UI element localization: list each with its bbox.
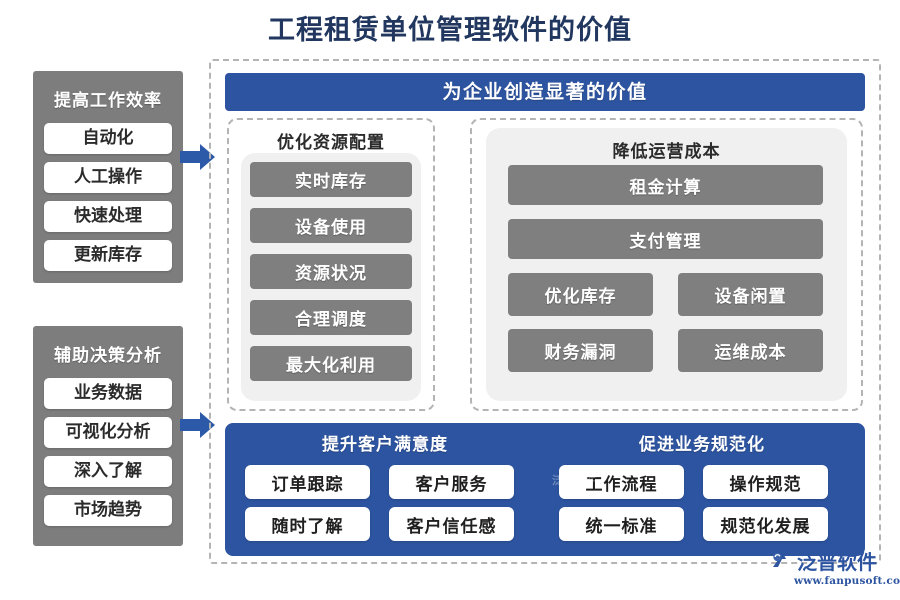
page-title: 工程租赁单位管理软件的价值 (268, 15, 632, 46)
box-equipment-usage[interactable]: 设备使用 (250, 208, 412, 243)
sidebar-chip-automation[interactable]: 自动化 (44, 123, 172, 154)
brand-name: 泛普软件 (797, 550, 877, 574)
sidebar-chip-deep-understanding[interactable]: 深入了解 (44, 456, 172, 487)
box-customer-service[interactable]: 客户服务 (389, 465, 514, 499)
section-title: 降低运营成本 (612, 142, 721, 162)
box-unified-standard[interactable]: 统一标准 (559, 507, 684, 541)
bottom-blue-panel: 提升客户满意度 促进业务规范化 订单跟踪 客户服务 随时了解 客户信任感 工作流… (225, 423, 865, 556)
sidebar-group-header: 辅助决策分析 (54, 346, 162, 366)
box-rent-calculation[interactable]: 租金计算 (508, 165, 823, 205)
sidebar-group-efficiency: 提高工作效率 自动化 人工操作 快速处理 更新库存 (33, 71, 183, 283)
sidebar-group-decision-analysis: 辅助决策分析 业务数据 可视化分析 深入了解 市场趋势 (33, 326, 183, 546)
sidebar-chip-visual-analysis[interactable]: 可视化分析 (44, 417, 172, 448)
brand-url: www.fanpusoft.com (794, 575, 900, 587)
box-financial-loophole[interactable]: 财务漏洞 (508, 329, 653, 372)
cost-reduction-section: 降低运营成本 租金计算 支付管理 优化库存 设备闲置 财务漏洞 运维成本 (470, 118, 863, 411)
brand-mark-icon (772, 549, 794, 575)
right-arrow-icon (180, 410, 216, 440)
box-operation-maintenance-cost[interactable]: 运维成本 (678, 329, 823, 372)
right-arrow-icon (180, 142, 216, 172)
sidebar-chip-fast-processing[interactable]: 快速处理 (44, 201, 172, 232)
box-order-tracking[interactable]: 订单跟踪 (245, 465, 370, 499)
section-title-customer-satisfaction: 提升客户满意度 (322, 435, 448, 455)
sidebar-chip-manual-operation[interactable]: 人工操作 (44, 162, 172, 193)
box-workflow[interactable]: 工作流程 (559, 465, 684, 499)
sidebar-chip-business-data[interactable]: 业务数据 (44, 378, 172, 409)
section-title-business-standardization: 促进业务规范化 (639, 435, 765, 455)
box-optimize-inventory[interactable]: 优化库存 (508, 273, 653, 316)
box-operation-standard[interactable]: 操作规范 (703, 465, 828, 499)
box-anytime-understanding[interactable]: 随时了解 (245, 507, 370, 541)
main-dashed-frame (209, 59, 881, 564)
value-banner: 为企业创造显著的价值 (225, 73, 865, 111)
resource-optimization-section: 优化资源配置 实时库存 设备使用 资源状况 合理调度 最大化利用 (227, 118, 435, 411)
box-equipment-idle[interactable]: 设备闲置 (678, 273, 823, 316)
box-payment-management[interactable]: 支付管理 (508, 219, 823, 259)
sidebar-chip-market-trend[interactable]: 市场趋势 (44, 495, 172, 526)
box-reasonable-scheduling[interactable]: 合理调度 (250, 300, 412, 335)
sidebar-group-header: 提高工作效率 (54, 91, 162, 111)
box-maximize-utilization[interactable]: 最大化利用 (250, 346, 412, 381)
box-standardized-development[interactable]: 规范化发展 (703, 507, 828, 541)
section-title: 优化资源配置 (277, 133, 385, 153)
box-resource-status[interactable]: 资源状况 (250, 254, 412, 289)
sidebar-chip-update-inventory[interactable]: 更新库存 (44, 240, 172, 271)
brand-logo: 泛普软件 www.fanpusoft.com (772, 549, 900, 593)
box-realtime-inventory[interactable]: 实时库存 (250, 162, 412, 197)
box-customer-trust[interactable]: 客户信任感 (389, 507, 514, 541)
